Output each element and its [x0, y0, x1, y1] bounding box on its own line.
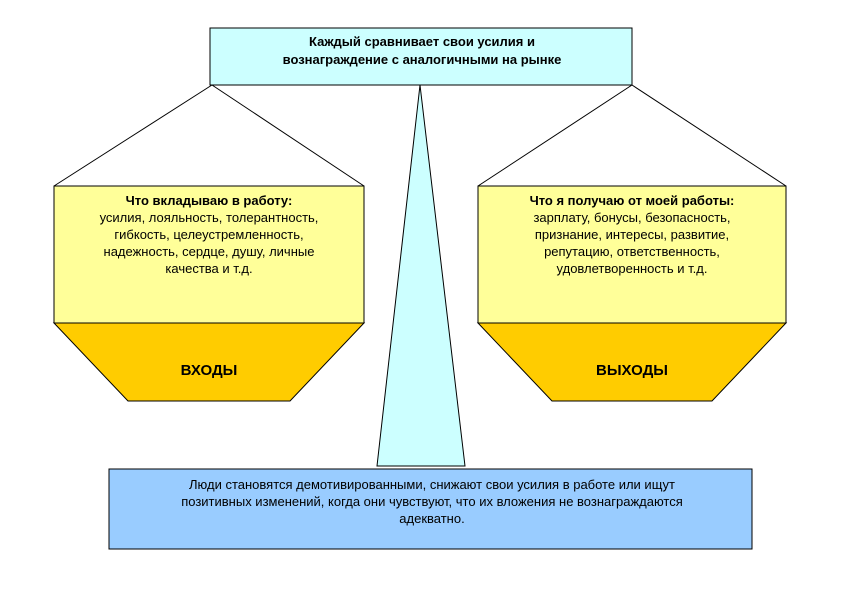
right-string-inner	[477, 84, 633, 187]
right-pan-line: репутацию, ответственность,	[544, 244, 720, 259]
outputs-label: ВЫХОДЫ	[596, 362, 668, 379]
left-pan-line: гибкость, целеустремленность,	[114, 227, 304, 242]
bottom-box-line: адекватно.	[399, 511, 465, 526]
bottom-box-text: Люди становятся демотивированными, снижа…	[112, 476, 752, 527]
top-box-line: вознаграждение с аналогичными на рынке	[282, 52, 562, 67]
bottom-box-line: Люди становятся демотивированными, снижа…	[189, 477, 675, 492]
right-pan-text: Что я получаю от моей работы: зарплату, …	[478, 192, 786, 277]
right-pan-bowl	[476, 322, 788, 402]
inputs-label: ВХОДЫ	[180, 362, 238, 379]
left-string-inner	[211, 84, 365, 187]
right-pan-title: Что я получаю от моей работы:	[529, 193, 735, 208]
bottom-box-line: позитивных изменений, когда они чувствую…	[181, 494, 683, 509]
left-pan-line: качества и т.д.	[165, 261, 253, 276]
right-pan-line: зарплату, бонусы, безопасность,	[533, 210, 731, 225]
left-pan-line: надежность, сердце, душу, личные	[103, 244, 315, 259]
top-box-text: Каждый сравнивает свои усилия и вознагра…	[212, 33, 632, 69]
right-string-outer	[631, 84, 787, 187]
bottom-box	[108, 468, 753, 550]
left-pan-box	[53, 185, 365, 324]
left-pan-title: Что вкладываю в работу:	[125, 193, 293, 208]
left-pan-line: усилия, лояльность, толерантность,	[99, 210, 319, 225]
top-box-line: Каждый сравнивает свои усилия и	[309, 34, 535, 49]
right-pan-line: признание, интересы, развитие,	[534, 227, 730, 242]
left-pan-bowl	[52, 322, 366, 402]
left-string-outer	[53, 84, 213, 187]
top-box	[209, 27, 633, 86]
right-pan-line: удовлетворенность и т.д.	[556, 261, 708, 276]
scale-pillar	[376, 84, 466, 467]
right-pan-box	[477, 185, 787, 324]
left-pan-text: Что вкладываю в работу: усилия, лояльнос…	[56, 192, 362, 277]
